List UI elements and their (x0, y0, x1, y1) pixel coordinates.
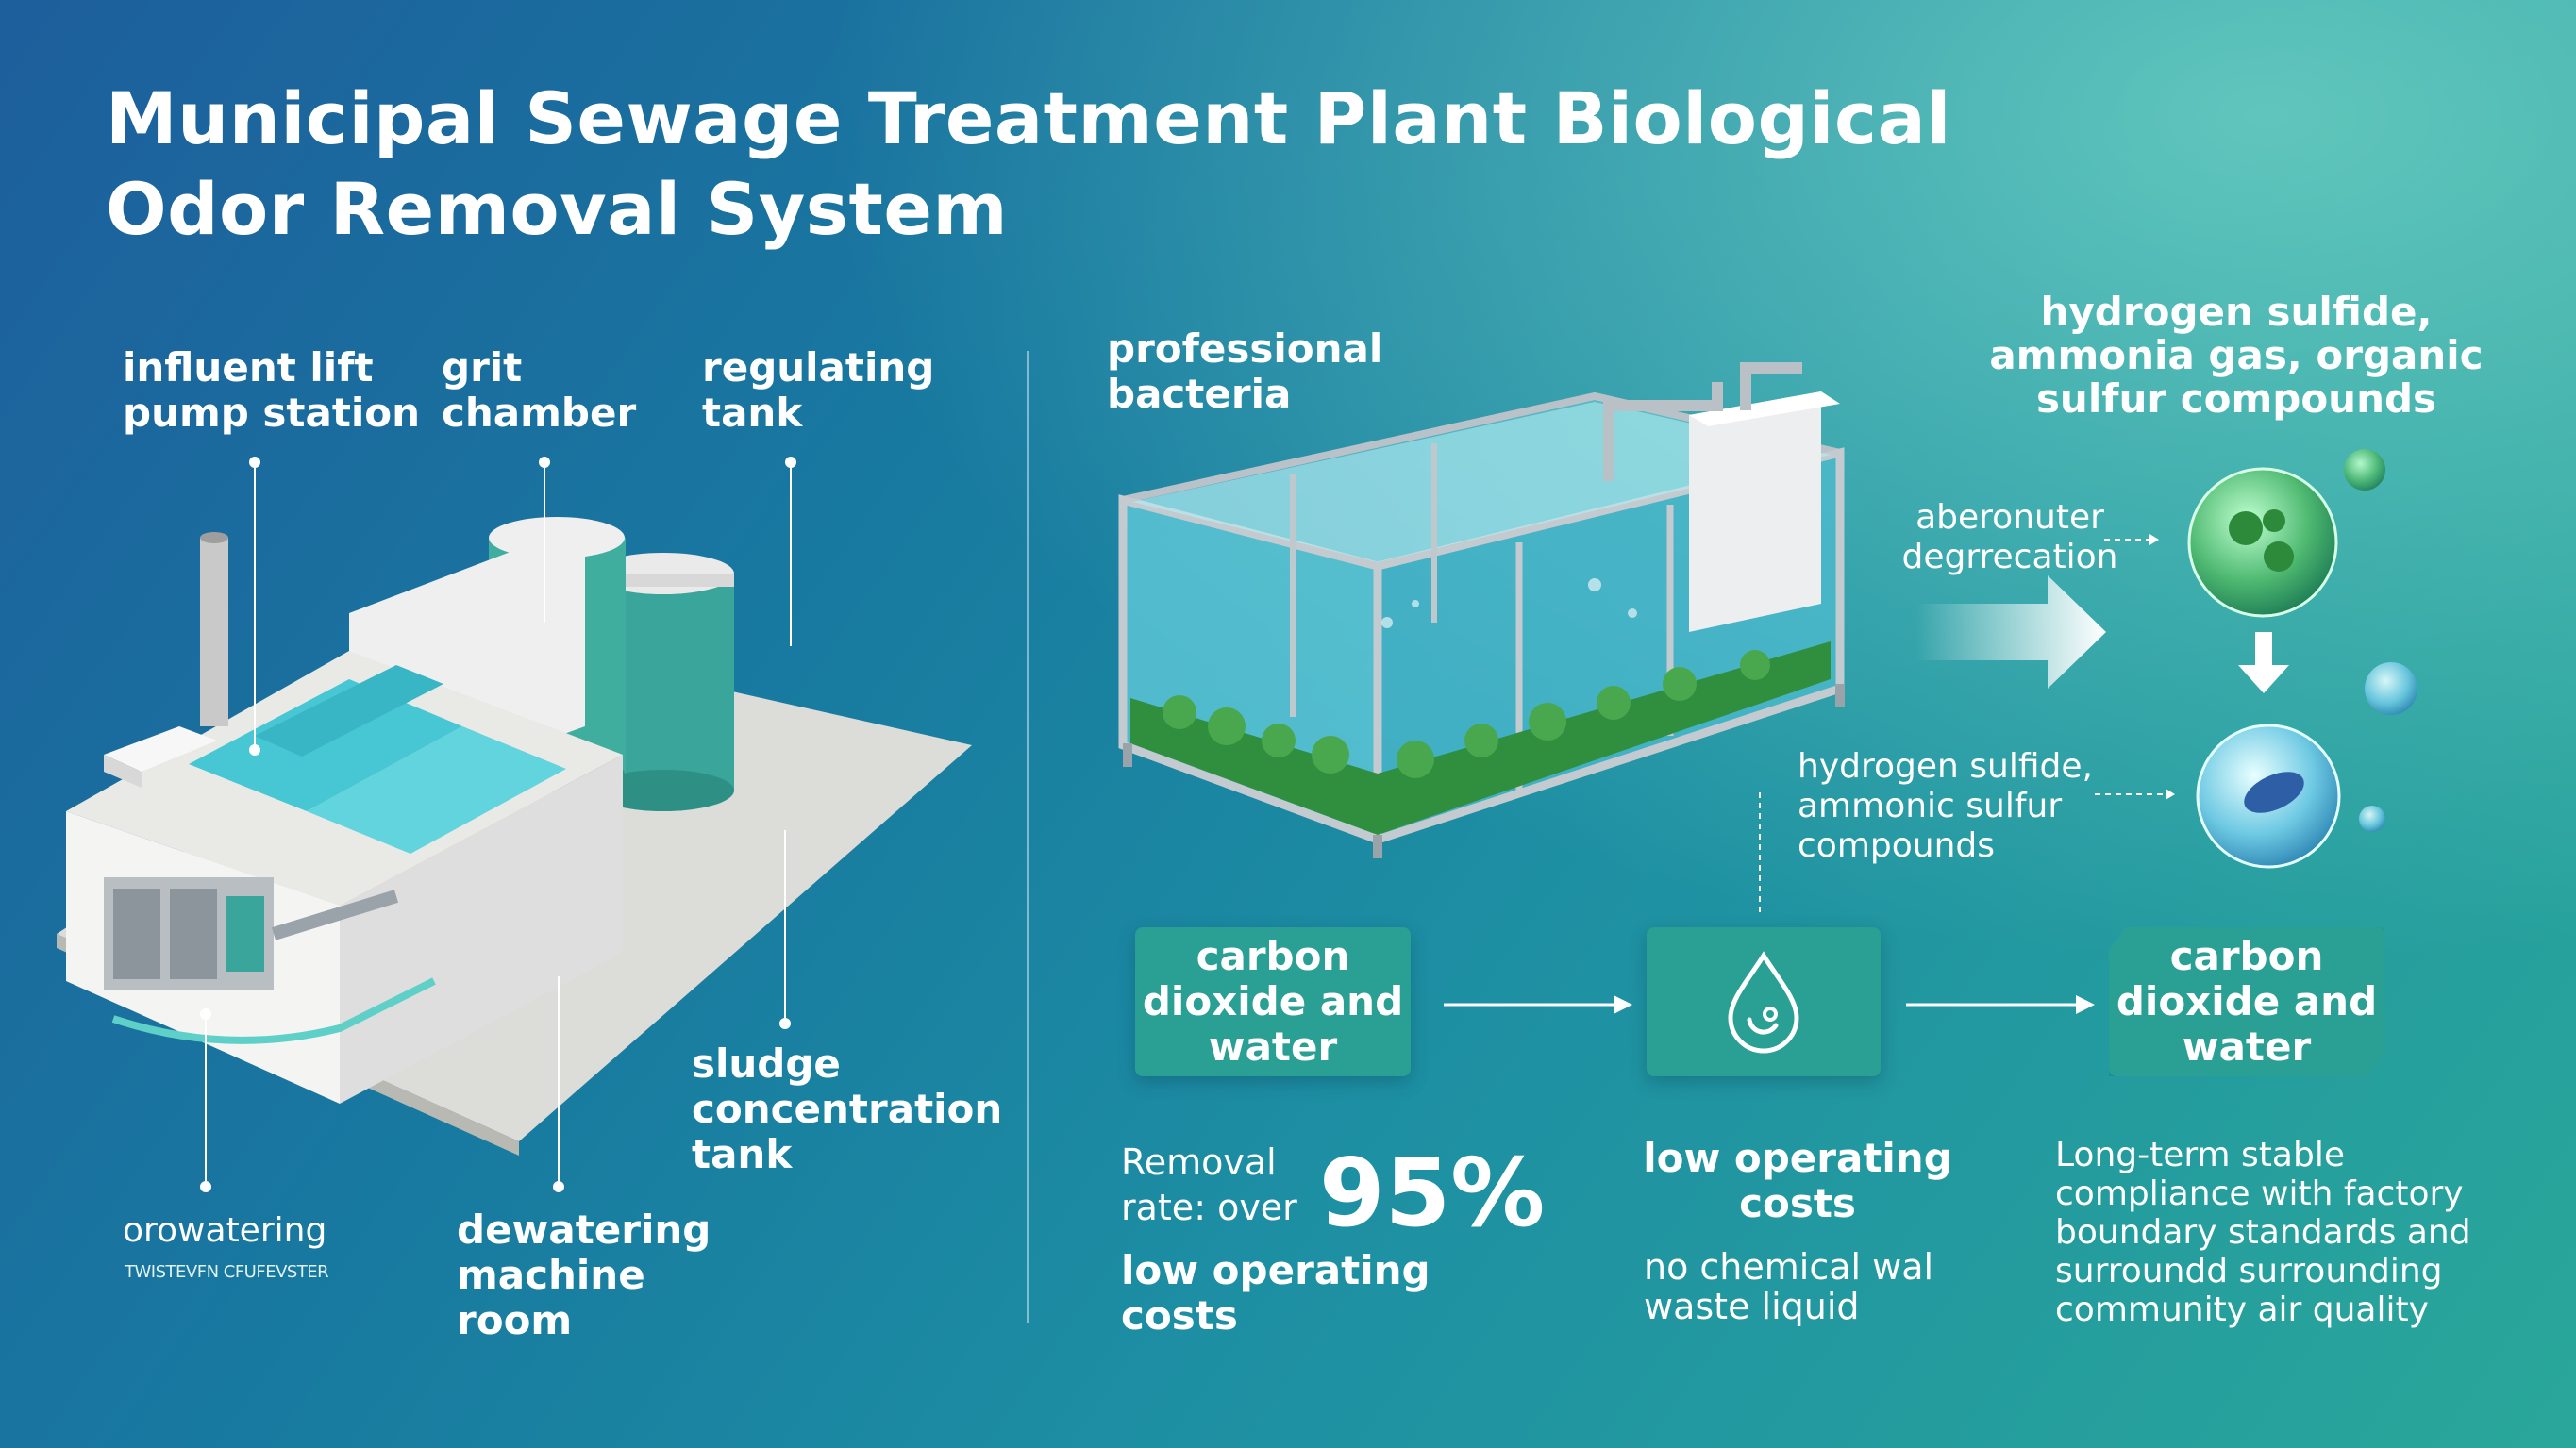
low-operating-costs-title: low operating costs (1643, 1135, 1952, 1226)
flow-arrows-horizontal (1444, 995, 2095, 1014)
tank-connector-line (1759, 792, 1761, 915)
box-water-drop (1647, 927, 1881, 1076)
compliance-text: Long-term stable compliance with factory… (2055, 1136, 2471, 1329)
label-degradation: aberonuter degrrecation (1901, 498, 2118, 576)
label-sludge-concentration-tank: sludge concentration tank (692, 1040, 1003, 1177)
page-title: Municipal Sewage Treatment Plant Biologi… (106, 76, 1951, 251)
degradation-process-graphic (1915, 449, 2417, 869)
label-regulating-tank: regulating tank (702, 344, 935, 436)
label-grit-chamber: grit chamber (442, 344, 637, 436)
flow-arrow-right (1915, 575, 2106, 689)
label-professional-bacteria: professional bacteria (1107, 325, 1383, 417)
box-carbon-dioxide-water-right: carbon dioxide and water (2109, 927, 2384, 1076)
label-influent-lift-pump-station: influent lift pump station (123, 344, 421, 436)
bacteria-sphere-green (2187, 467, 2338, 618)
removal-sub-label: low operating costs (1121, 1247, 1430, 1339)
box-carbon-dioxide-water-left: carbon dioxide and water (1135, 927, 1411, 1076)
biofilter-tank-illustration (1118, 362, 1845, 858)
water-drop-icon (1728, 951, 1799, 1054)
section-divider (1027, 351, 1029, 1323)
plant-leader-lines (200, 457, 796, 1192)
label-orowatering: orowatering (123, 1211, 327, 1250)
label-orowatering-subtext: TWISTEVFN CFUFEVSTER (125, 1262, 329, 1282)
treatment-plant-illustration (57, 517, 972, 1156)
removal-rate-label: Removal rate: over (1121, 1141, 1297, 1228)
no-chemical-waste-text: no chemical wal waste liquid (1644, 1246, 1934, 1327)
label-input-gases: hydrogen sulfide, ammonia gas, organic s… (1989, 289, 2484, 422)
label-dewatering-machine-room: dewatering machine room (457, 1207, 711, 1343)
label-remaining-compounds: hydrogen sulfide, ammonic sulfur compoun… (1798, 747, 2093, 865)
flow-arrow-down (2238, 632, 2289, 693)
removal-rate-value: 95% (1319, 1138, 1546, 1248)
